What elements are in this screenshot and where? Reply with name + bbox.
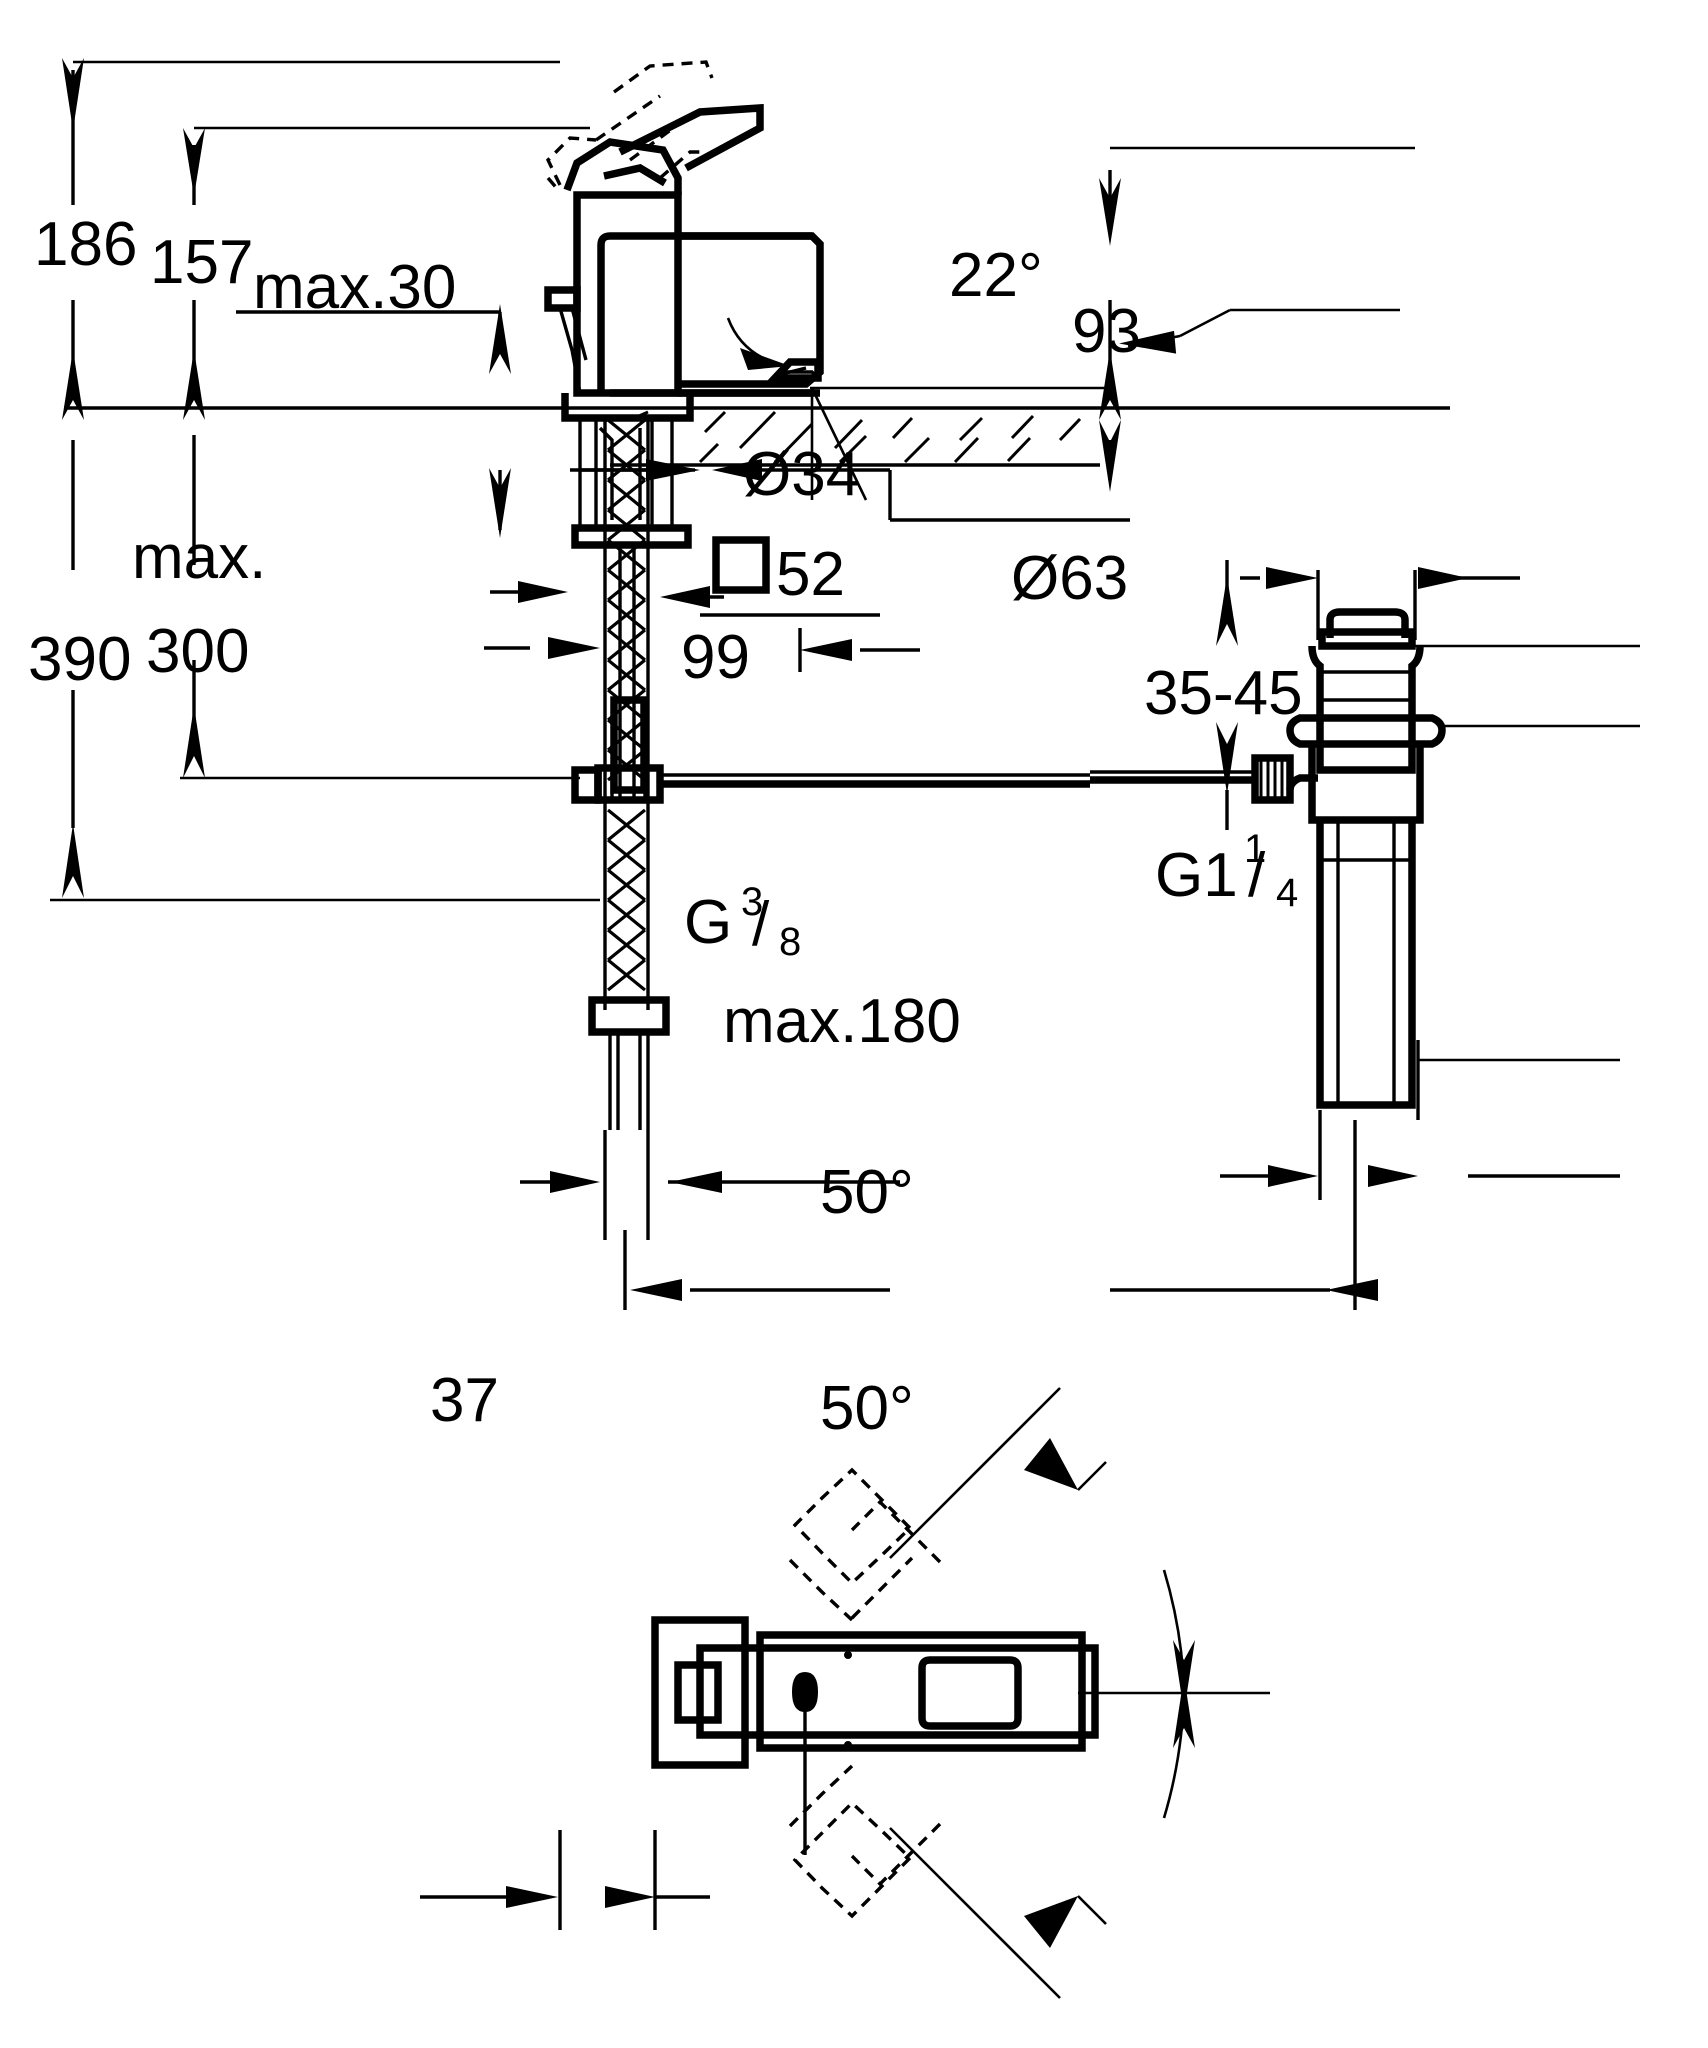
label-35-45: 35-45: [1144, 659, 1303, 728]
dim-max180: [623, 1120, 1378, 1310]
dim-99: [484, 628, 920, 672]
label-square-52-group: 52: [712, 536, 845, 609]
label-157: 157: [150, 228, 253, 297]
label-50-deg-down: 50°: [820, 1374, 914, 1443]
dim-G1-1-4: [1220, 1040, 1620, 1200]
label-37: 37: [430, 1366, 499, 1435]
dim-93: [1099, 146, 1415, 492]
deck-hatching: [629, 410, 1082, 464]
dim-dia63: [1240, 567, 1520, 640]
label-max-180: max.180: [723, 987, 961, 1056]
label-G1: G1: [1155, 841, 1238, 910]
label-186: 186: [34, 210, 137, 279]
plan-view: [420, 1387, 1270, 1999]
dim-square52: [490, 581, 880, 617]
label-G1-numerator: 1: [1244, 827, 1266, 871]
dim-37: [420, 1830, 710, 1930]
dim-186: [62, 58, 560, 420]
label-22-deg: 22°: [949, 241, 1043, 310]
dim-dia34: [570, 459, 1130, 522]
label-50-deg-up: 50°: [820, 1158, 914, 1227]
flexible-hose: [603, 418, 650, 1010]
dim-390: [50, 440, 600, 902]
lever-handle-ghost: [545, 60, 714, 194]
dimension-labels: 186 157 max.30 max. 300 390 22° 93 Ø34 5…: [28, 210, 1303, 1443]
faucet-body: [573, 191, 820, 397]
swivel-arrows: [889, 1387, 1107, 1999]
label-dia-34: Ø34: [743, 440, 860, 509]
dimension-lines-elevation: [50, 58, 1640, 1310]
lever-handle: [563, 103, 764, 195]
label-G: G: [684, 888, 732, 957]
plan-centerline: [1078, 1569, 1270, 1819]
label-300: 300: [146, 617, 249, 686]
fraction-slash-icon: /: [752, 890, 770, 959]
label-G-3-8-group: G 3 / 8: [684, 880, 801, 964]
lever-ghost-lower: [788, 1764, 942, 1919]
fraction-slash-icon-2: /: [1248, 841, 1266, 910]
label-93: 93: [1072, 297, 1141, 366]
square-symbol-icon: [712, 536, 770, 594]
elevation-view: [64, 60, 1450, 1130]
popup-linkage-rod: [1090, 754, 1294, 804]
lever-ghost-upper: [788, 1467, 942, 1622]
label-dia-63: Ø63: [1011, 544, 1128, 613]
deck-surface: [64, 406, 1450, 467]
waste-drain-assembly: [1286, 608, 1446, 1109]
spout: [678, 232, 824, 388]
label-99: 99: [681, 623, 750, 692]
side-nub: [544, 286, 588, 394]
mounting-shank: [561, 393, 694, 549]
hose-tee-connector: [571, 764, 1090, 1130]
dim-G-3-8: [520, 1130, 900, 1240]
hose-braid-pattern: [606, 418, 647, 992]
label-G-numerator: 3: [741, 880, 763, 924]
label-G1-1-4-group: G1 1 / 4: [1155, 827, 1298, 915]
dim-35-45: [1216, 560, 1640, 830]
label-52: 52: [776, 540, 845, 609]
label-max: max.: [132, 523, 266, 592]
label-390: 390: [28, 625, 131, 694]
dim-max300: [180, 435, 580, 780]
label-max-30: max.30: [253, 253, 456, 322]
dim-157: [183, 126, 590, 420]
label-G1-denominator: 4: [1276, 871, 1298, 915]
dim-angle22: [726, 308, 1400, 501]
dim-max30: [236, 304, 511, 538]
label-G-denominator: 8: [779, 920, 801, 964]
